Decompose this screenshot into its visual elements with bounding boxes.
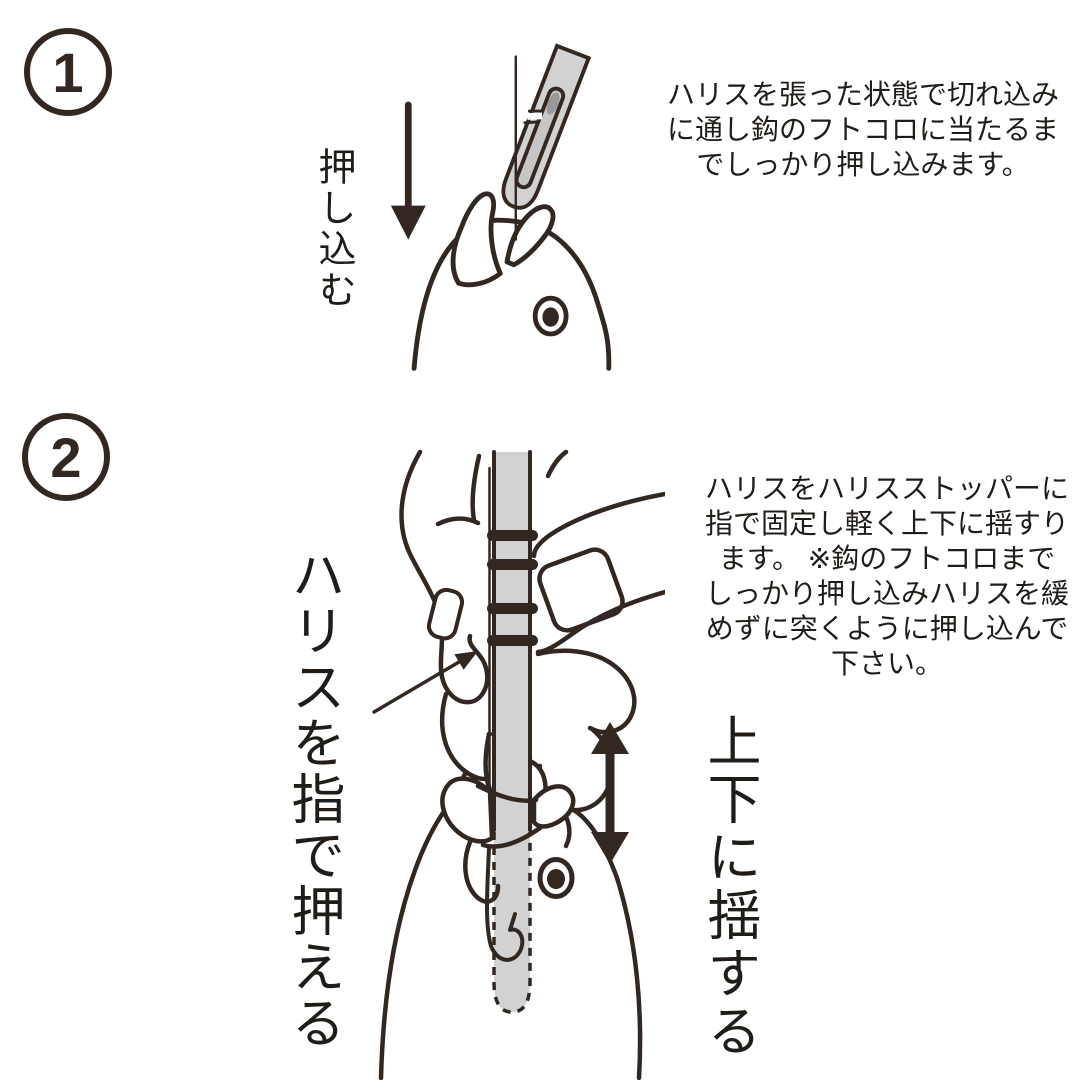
step2-description-line: めずに突くように押し込んで [705,613,1069,644]
fish-head-1 [411,191,612,371]
harisu-stopper-rings [487,530,538,646]
up-down-arrow-icon [591,722,629,864]
step2-number: 2 [50,425,82,489]
push-down-arrow-icon [390,101,426,240]
gill-flap-left-1 [450,191,503,288]
step2-description-line: しっかり押し込みハリスを緩 [704,578,1069,609]
stopper-pointer-arrow-icon [372,651,478,714]
gill-flap-right-1 [504,204,556,268]
right-fingernail [537,547,625,633]
step1-number-badge: 1 [24,28,112,116]
step2-hold-label: ハリスを指で押える [283,547,343,1051]
step2-shake-label: 上下に揺する [699,713,759,1061]
step2-description: ハリスをハリスストッパーに 指で固定し軽く上下に揺すり ます。 ※鈎のフトコロま… [698,471,1076,681]
threader-rod [487,450,538,1014]
step1-description-line: でしっかり押し込みます。 [696,149,1030,180]
gill-flap-left-2 [440,776,495,844]
step1-description-line: に通し鈎のフトコロに当たるま [666,114,1059,145]
left-thumbnail [426,587,465,641]
step2-number-badge: 2 [22,413,110,501]
step2-illustration [372,449,665,1080]
step1-number: 1 [52,40,84,104]
step1-illustration [390,43,612,371]
step2-description-line: ます。 ※鈎のフトコロまで [718,543,1056,574]
step2-description-line: 指で固定し軽く上下に揺すり [704,508,1069,539]
threader-tool [501,43,592,210]
step1-description-line: ハリスを張った状態で切れ込み [666,79,1059,110]
step2-description-line: 下さい。 [830,648,943,679]
fish-head-2 [378,776,643,1080]
step1-push-label: 押し込む [312,147,354,311]
hook [485,846,525,962]
step2-description-line: ハリスをハリスストッパーに [704,473,1069,504]
step1-description: ハリスを張った状態で切れ込み に通し鈎のフトコロに当たるま でしっかり押し込みま… [663,77,1063,182]
